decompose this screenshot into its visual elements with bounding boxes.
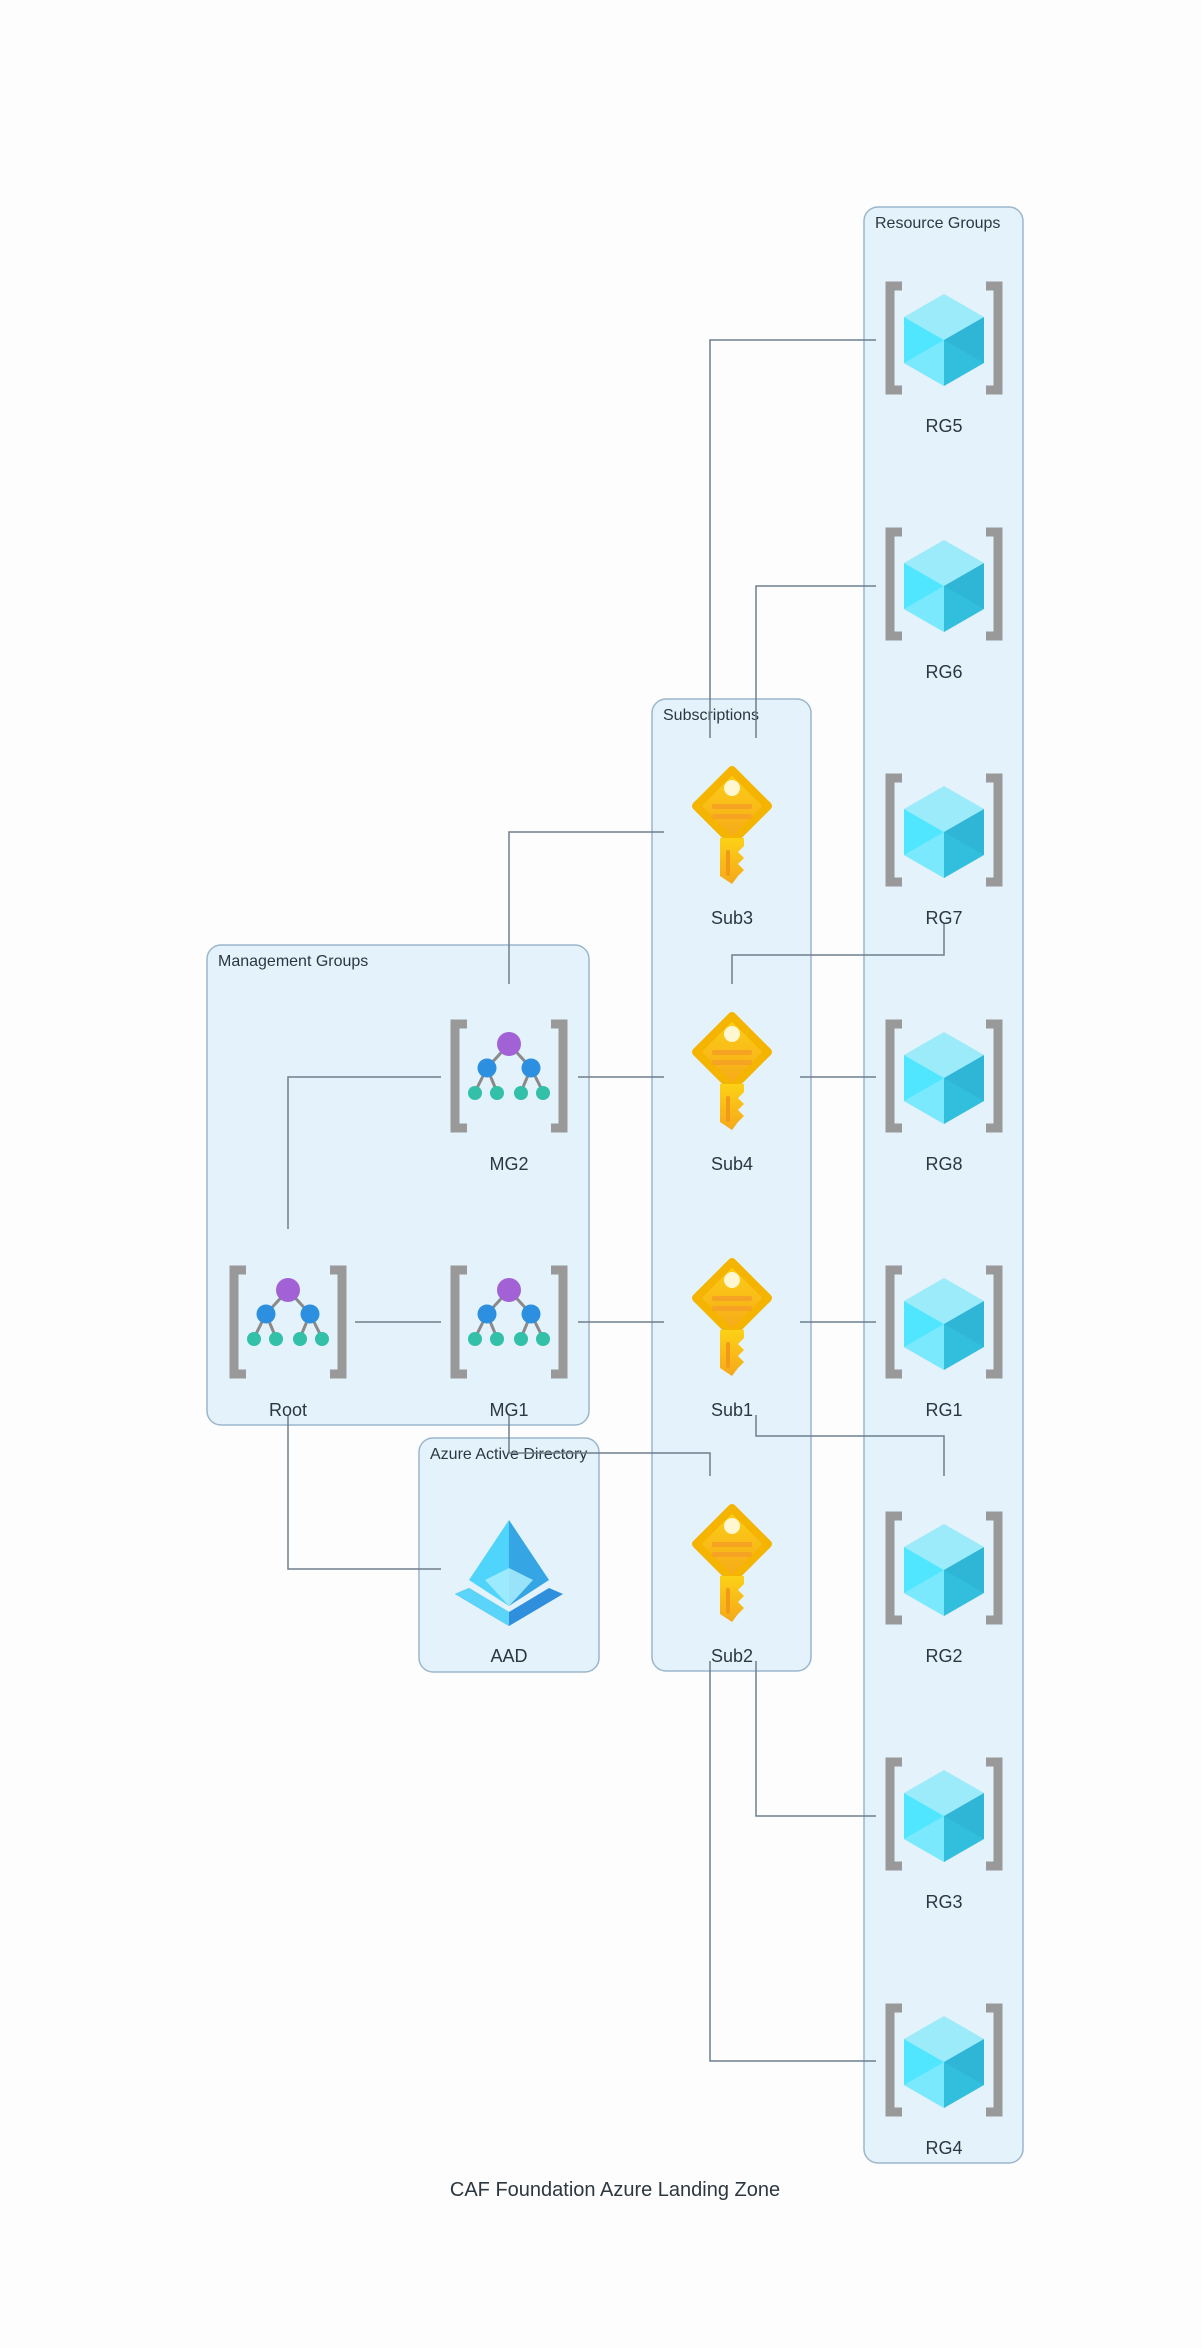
node-label-aad: AAD — [490, 1646, 527, 1666]
node-rg8[interactable]: RG8 — [890, 1024, 998, 1174]
node-sub4[interactable]: Sub4 — [696, 1016, 768, 1174]
node-label-rg6: RG6 — [925, 662, 962, 682]
node-rg5[interactable]: RG5 — [890, 286, 998, 436]
node-label-rg5: RG5 — [925, 416, 962, 436]
edge-sub4-rg7 — [731, 923, 945, 984]
node-label-rg1: RG1 — [925, 1400, 962, 1420]
node-mg1[interactable]: MG1 — [455, 1270, 563, 1420]
node-label-mg1: MG1 — [489, 1400, 528, 1420]
node-rg3[interactable]: RG3 — [890, 1762, 998, 1912]
node-label-rg4: RG4 — [925, 2138, 962, 2158]
node-rg1[interactable]: RG1 — [890, 1270, 998, 1420]
node-rg2[interactable]: RG2 — [890, 1516, 998, 1666]
cluster-label-resource-groups: Resource Groups — [875, 215, 1000, 232]
node-label-mg2: MG2 — [489, 1154, 528, 1174]
cluster-label-azure-active-directory: Azure Active Directory — [430, 1446, 587, 1463]
edge-sub1-rg2 — [755, 1415, 945, 1476]
node-label-root: Root — [269, 1400, 307, 1420]
node-mg2[interactable]: MG2 — [455, 1024, 563, 1174]
edge-sub3-rg5 — [709, 339, 876, 738]
node-label-rg2: RG2 — [925, 1646, 962, 1666]
cluster-label-management-groups: Management Groups — [218, 953, 368, 970]
edge-sub2-rg4 — [709, 1661, 876, 2062]
edge-mg2-sub3 — [508, 831, 664, 984]
edge-mg1-sub2 — [508, 1415, 711, 1476]
cluster-resource-groups: Resource Groups — [863, 206, 1024, 2164]
node-label-sub4: Sub4 — [711, 1154, 753, 1174]
node-sub3[interactable]: Sub3 — [696, 770, 768, 928]
node-label-rg3: RG3 — [925, 1892, 962, 1912]
edge-sub3-rg6 — [755, 585, 876, 738]
cluster-management-groups: Management Groups — [206, 944, 590, 1426]
edge-root-mg2 — [287, 1076, 441, 1229]
edge-root-aad — [287, 1415, 441, 1570]
node-sub2[interactable]: Sub2 — [696, 1508, 768, 1666]
node-label-rg8: RG8 — [925, 1154, 962, 1174]
node-label-sub3: Sub3 — [711, 908, 753, 928]
edge-sub2-rg3 — [755, 1661, 876, 1817]
diagram-title: CAF Foundation Azure Landing Zone — [450, 2179, 780, 2201]
node-label-sub1: Sub1 — [711, 1400, 753, 1420]
node-label-rg7: RG7 — [925, 908, 962, 928]
node-rg6[interactable]: RG6 — [890, 532, 998, 682]
node-sub1[interactable]: Sub1 — [696, 1262, 768, 1420]
node-rg4[interactable]: RG4 — [890, 2008, 998, 2158]
node-aad[interactable]: AAD — [455, 1520, 563, 1666]
cluster-subscriptions: Subscriptions — [651, 698, 812, 1672]
edges — [287, 339, 945, 2062]
node-root[interactable]: Root — [234, 1270, 342, 1420]
cluster-label-subscriptions: Subscriptions — [663, 707, 759, 724]
node-label-sub2: Sub2 — [711, 1646, 753, 1666]
node-rg7[interactable]: RG7 — [890, 778, 998, 928]
